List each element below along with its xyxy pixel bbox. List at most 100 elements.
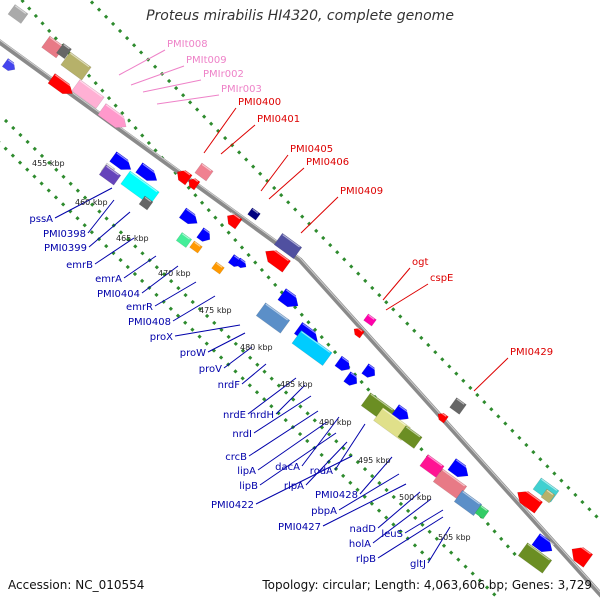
- feature-26: [109, 151, 133, 170]
- leader-line: [259, 432, 337, 486]
- tick-label: 470 kbp: [158, 269, 191, 278]
- backbone-highlight: [0, 39, 600, 593]
- gene-label: PMIr003: [221, 84, 262, 95]
- tick-label: 455 kbp: [32, 159, 65, 168]
- feature-11: [247, 207, 261, 221]
- leader-line: [253, 395, 312, 434]
- gene-label: nrdE: [223, 410, 246, 421]
- gene-label: PMI0400: [238, 97, 281, 108]
- tick-label: 490 kbp: [319, 418, 352, 427]
- gene-label: PMI0428: [315, 490, 358, 501]
- feature-08: [194, 162, 214, 182]
- tick-label: 460 kbp: [75, 198, 108, 207]
- leader-line: [385, 283, 429, 311]
- feature-04: [60, 51, 92, 81]
- feature-03: [56, 42, 72, 60]
- gene-label: leuS: [381, 529, 403, 540]
- leader-line: [223, 346, 253, 369]
- feature-42: [343, 371, 359, 386]
- feature-15: [363, 313, 377, 327]
- gene-features: [1, 4, 594, 574]
- feature-36: [235, 257, 247, 269]
- tick-label: 495 kbp: [358, 456, 391, 465]
- feature-40: [291, 330, 333, 366]
- feature-50: [453, 489, 483, 517]
- gene-label: PMI0405: [290, 144, 333, 155]
- feature-05: [47, 73, 75, 95]
- leader-line: [141, 265, 179, 294]
- feature-23: [1, 58, 16, 72]
- gene-label: crcB: [225, 452, 247, 463]
- feature-09: [177, 167, 193, 186]
- label-leader-lines: [54, 49, 509, 564]
- leader-line: [305, 441, 348, 486]
- gene-label: nrdF: [218, 380, 241, 391]
- leader-line: [118, 49, 166, 76]
- feature-51: [474, 504, 490, 520]
- leader-line: [257, 421, 328, 471]
- leader-line: [427, 526, 451, 564]
- leader-line: [241, 363, 267, 385]
- feature-48: [419, 454, 445, 478]
- leader-line: [130, 65, 185, 86]
- gene-label: PMI0429: [510, 347, 553, 358]
- tick-label: 505 kbp: [438, 533, 471, 542]
- feature-18: [437, 411, 449, 424]
- gene-labels: PMIt008PMIt009PMIr002PMIr003PMI0400PMI04…: [29, 39, 553, 570]
- feature-30: [178, 207, 199, 225]
- leader-line: [255, 455, 353, 505]
- gene-label: holA: [349, 539, 371, 550]
- leader-line: [301, 416, 340, 467]
- gene-label: PMI0408: [128, 317, 171, 328]
- leader-line: [377, 516, 444, 559]
- gene-label: PMIt009: [186, 55, 227, 66]
- feature-16: [353, 326, 365, 339]
- leader-line: [300, 196, 339, 234]
- gene-label: PMI0404: [97, 289, 140, 300]
- feature-07: [97, 103, 129, 129]
- feature-21: [540, 488, 556, 504]
- gene-label: emrA: [95, 274, 122, 285]
- gene-label: PMI0406: [306, 157, 349, 168]
- leader-line: [372, 498, 432, 544]
- leader-line: [94, 237, 135, 265]
- feature-52: [447, 458, 471, 478]
- feature-41: [334, 355, 352, 371]
- leader-line: [248, 410, 319, 457]
- feature-19: [517, 487, 543, 514]
- genome-backbone: [0, 39, 600, 598]
- feature-06: [71, 79, 105, 109]
- leader-line: [203, 107, 237, 154]
- feature-47: [391, 404, 411, 421]
- gene-label: emrR: [126, 302, 153, 313]
- leader-line: [338, 473, 400, 511]
- dotted-guide-3: [87, 0, 600, 522]
- leader-line: [268, 167, 305, 200]
- gene-label: dacA: [275, 462, 300, 473]
- leader-line: [377, 491, 421, 529]
- feature-29: [138, 195, 154, 211]
- leader-line: [207, 332, 246, 353]
- leader-line: [359, 456, 393, 495]
- feature-17: [449, 397, 467, 415]
- leader-line: [156, 94, 220, 105]
- tick-label: 500 kbp: [399, 493, 432, 502]
- gene-label: nrdI: [232, 429, 252, 440]
- leader-line: [260, 154, 289, 192]
- gene-label: emrB: [66, 260, 93, 271]
- leader-line: [88, 211, 131, 248]
- feature-31: [196, 227, 212, 242]
- feature-28: [135, 162, 159, 181]
- gene-label: nrdH: [250, 410, 274, 421]
- leader-line: [322, 483, 407, 527]
- feature-32: [175, 232, 193, 248]
- gene-label: nadD: [349, 524, 376, 535]
- feature-34: [211, 261, 225, 275]
- leader-line: [275, 384, 306, 415]
- gene-label: PMI0427: [278, 522, 321, 533]
- leader-line: [172, 295, 216, 322]
- gene-label: ogt: [412, 257, 428, 268]
- leader-line: [154, 281, 197, 307]
